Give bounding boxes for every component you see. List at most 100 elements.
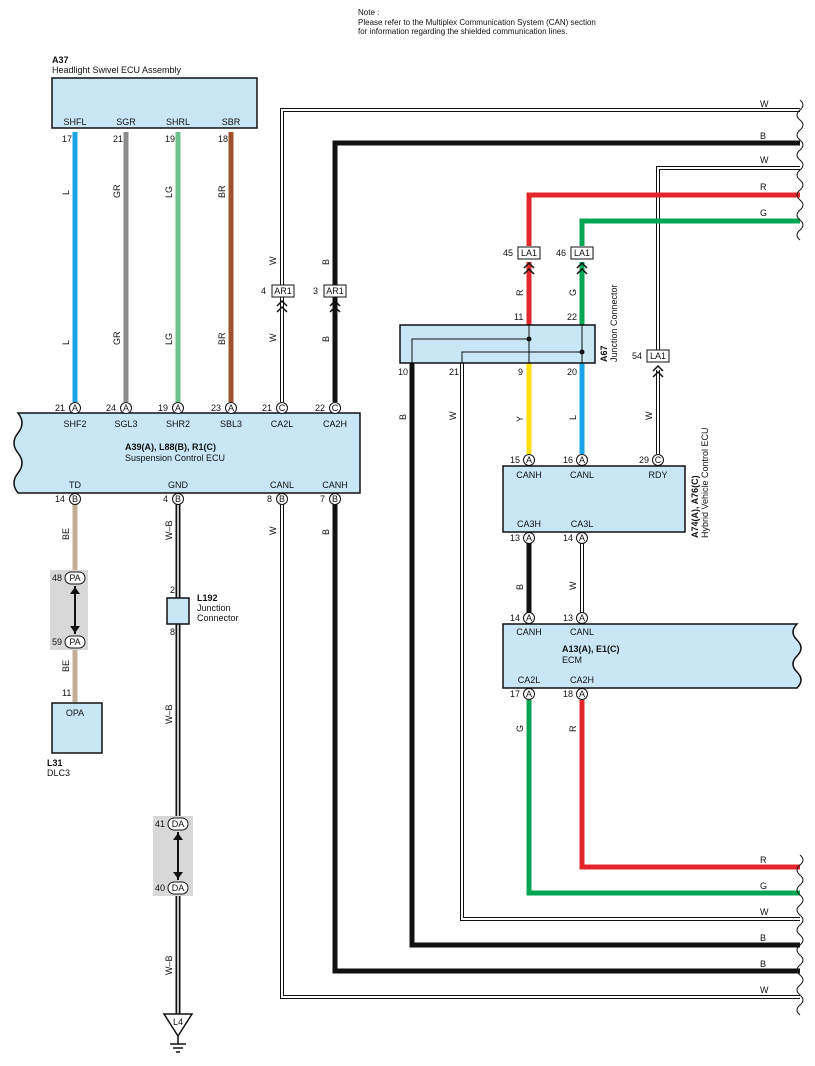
- label-w-ar1a: W: [268, 256, 278, 265]
- svg-text:17: 17: [510, 689, 520, 699]
- a74-hybrid-vehicle-control-ecu: CANH CANL RDY CA3H CA3L A 15 A 16 C 29 A…: [502, 427, 710, 544]
- la1-pin-c: 54: [632, 351, 642, 361]
- svg-text:A: A: [526, 455, 532, 465]
- l192-pin-bottom: 8: [170, 627, 175, 637]
- ground-l4: L4: [162, 1013, 194, 1053]
- label-gr-1: GR: [112, 184, 122, 198]
- da-label-b: DA: [172, 883, 185, 893]
- ar1-label-a: AR1: [274, 286, 292, 296]
- label-w-v-ca3l: W: [568, 581, 578, 590]
- a37-pin-shrl: SHRL: [166, 117, 190, 127]
- svg-text:14: 14: [55, 494, 65, 504]
- wire-labels-upper-left: L GR LG BR L GR LG BR W B W B: [61, 184, 331, 345]
- svg-text:A: A: [579, 613, 585, 623]
- svg-text:A: A: [175, 403, 181, 413]
- ar1-box-b: [323, 284, 347, 298]
- l31-dlc3: 11 OPA L31 DLC3: [47, 688, 103, 778]
- a67-name: Junction Connector: [609, 284, 619, 362]
- svg-text:A: A: [228, 403, 234, 413]
- svg-text:18: 18: [563, 689, 573, 699]
- la1-label-a: LA1: [521, 248, 537, 258]
- la1-chevron-a-icon: [523, 261, 535, 275]
- la1-chevron-c-icon: [652, 364, 664, 378]
- label-r-v1: R: [515, 289, 525, 296]
- la1-connectors: LA1 45 LA1 46 LA1 54: [503, 246, 670, 378]
- a37-headlight-swivel-ecu: A37 Headlight Swivel ECU Assembly SHFL S…: [51, 55, 258, 144]
- a13-name: ECM: [562, 655, 582, 665]
- da-connector: DA 41 DA 40: [153, 816, 193, 896]
- label-w-canl: W: [268, 526, 278, 535]
- svg-text:16: 16: [563, 455, 573, 465]
- wire-ca2h-b: [332, 140, 800, 402]
- svg-text:8: 8: [267, 494, 272, 504]
- svg-text:19: 19: [158, 403, 168, 413]
- ar1-connectors: AR1 4 AR1 3: [261, 284, 347, 313]
- svg-text:A: A: [123, 403, 129, 413]
- a39-top-terminals: A 21 A 24 A 19 A 23 C 21 C 22: [55, 402, 341, 414]
- a39-bottom-terminals: B 14 B 4 B 8 B 7: [55, 493, 341, 505]
- wire-labels-right: W B W R G R G W B B W R G Y L B W W B W …: [398, 99, 769, 995]
- a74-box: [502, 465, 686, 533]
- svg-text:A: A: [526, 533, 532, 543]
- a67-box: [399, 324, 596, 364]
- svg-text:A: A: [579, 533, 585, 543]
- ground-label: L4: [173, 1017, 183, 1027]
- a13-ecm: CANH CANL CA2L CA2H A13(A), E1(C) ECM A …: [502, 612, 802, 700]
- label-g-r5: G: [760, 208, 767, 218]
- label-br-1: BR: [217, 185, 227, 198]
- a39-pin-canl: CANL: [270, 480, 294, 490]
- ar1-chevron-b-icon: [329, 299, 341, 313]
- l31-box: [51, 702, 103, 754]
- a39-pin-gnd: GND: [168, 480, 189, 490]
- label-w-r3: W: [760, 155, 769, 165]
- l31-pin-opa: OPA: [66, 708, 84, 718]
- a67-pin-22: 22: [567, 312, 577, 322]
- label-g-v1: G: [568, 289, 578, 296]
- a13-pin-canl: CANL: [570, 627, 594, 637]
- a39-pin-sgl3: SGL3: [114, 419, 137, 429]
- a39-pin-canh: CANH: [322, 480, 348, 490]
- svg-text:C: C: [332, 403, 339, 413]
- ground-triangle: [162, 1013, 194, 1038]
- label-g-v-ca2l: G: [515, 725, 525, 732]
- label-l-1: L: [61, 190, 71, 195]
- wire-ca2l-w-inner: [281, 109, 800, 402]
- label-w-v-a67: W: [448, 411, 458, 420]
- a39-bottom-pin-labels: TD GND CANL CANH: [69, 480, 348, 490]
- label-y-v: Y: [515, 416, 525, 422]
- wire-ca2h-r: [579, 700, 800, 870]
- svg-text:C: C: [655, 455, 662, 465]
- svg-text:14: 14: [563, 533, 573, 543]
- a67-pin-21: 21: [449, 367, 459, 377]
- l192-box: [166, 597, 190, 625]
- svg-text:21: 21: [55, 403, 65, 413]
- wire-canl-w-inner: [281, 502, 800, 998]
- a74-pin-ca3l: CA3L: [571, 519, 594, 529]
- a39-pin-shr2: SHR2: [166, 419, 190, 429]
- la1-pin-a: 45: [503, 248, 513, 258]
- label-b-v-a67: B: [398, 414, 408, 420]
- note-line-1: Please refer to the Multiplex Communicat…: [358, 18, 596, 27]
- a37-code: A37: [52, 55, 69, 65]
- label-w-r1: W: [760, 99, 769, 109]
- ar1-pin-b: 3: [313, 286, 318, 296]
- svg-text:13: 13: [510, 533, 520, 543]
- label-l-2: L: [61, 340, 71, 345]
- a74-code: A74(A), A76(C): [690, 475, 700, 538]
- wire-labels-lower-left: BE BE W–B W–B W–B W B: [61, 520, 331, 975]
- a37-pin-sgr: SGR: [116, 117, 136, 127]
- svg-text:A: A: [72, 403, 78, 413]
- note-line-2: for information regarding the shielded c…: [358, 27, 567, 36]
- l192-junction-connector: 2 8 L192 Junction Connector: [166, 585, 239, 637]
- l31-pin-num: 11: [62, 688, 71, 698]
- a74-name: Hybrid Vehicle Control ECU: [700, 427, 710, 538]
- label-b-r9: B: [760, 933, 766, 943]
- svg-text:B: B: [72, 494, 78, 504]
- a13-pin-canh: CANH: [516, 627, 542, 637]
- label-b-ar1b: B: [321, 259, 331, 265]
- a39-box: [13, 412, 361, 494]
- a13-box: [502, 623, 802, 689]
- svg-text:13: 13: [563, 613, 573, 623]
- la1-chevron-b-icon: [576, 261, 588, 275]
